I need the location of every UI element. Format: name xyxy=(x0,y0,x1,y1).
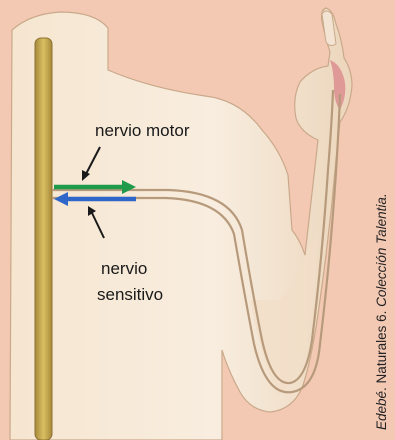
credit-series: Naturales 6. xyxy=(374,311,389,384)
spinal-cord xyxy=(35,38,52,440)
sensory-nerve-label-line2: sensitivo xyxy=(97,284,163,306)
motor-nerve-label: nervio motor xyxy=(95,120,189,142)
image-credit: Edebé. Naturales 6. Colección Talentia. xyxy=(374,193,389,430)
credit-collection: Colección Talentia. xyxy=(374,193,389,307)
sensory-nerve-label-line1: nervio xyxy=(101,258,147,280)
credit-publisher: Edebé xyxy=(374,391,389,430)
